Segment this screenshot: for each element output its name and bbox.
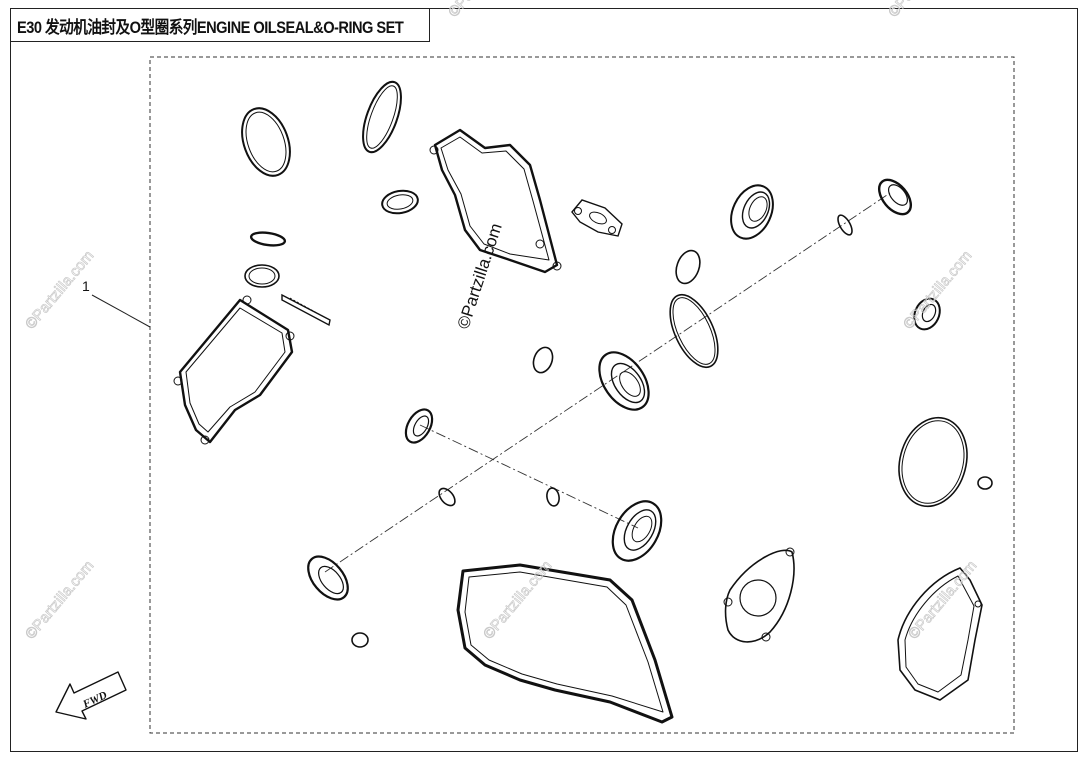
callout-1: 1: [82, 278, 90, 294]
o-ring: [532, 346, 554, 374]
watermark-top-center: ©Partzilla.com: [445, 0, 520, 21]
oil-seal: [307, 555, 349, 601]
oil-seal: [913, 297, 941, 331]
drawing-frame: [10, 8, 1078, 752]
valve-cover-gasket-left: [173, 295, 295, 445]
o-ring: [977, 476, 993, 490]
o-ring: [381, 189, 419, 215]
o-ring: [675, 249, 701, 285]
watermarks: ©Partzilla.com ©Partzilla.com ©Partzilla…: [22, 0, 981, 643]
watermark-bottom-center: ©Partzilla.com: [480, 557, 555, 642]
o-ring: [669, 293, 719, 369]
oil-seal: [730, 184, 774, 240]
o-ring: [546, 487, 560, 507]
oil-seal: [611, 500, 663, 562]
small-gasket: [571, 199, 623, 237]
o-ring: [362, 80, 402, 154]
o-ring: [241, 107, 291, 177]
oil-seal: [598, 351, 650, 411]
callout-leader: [91, 294, 151, 328]
axis-lines: [324, 192, 891, 573]
cover-gasket-bottom: [456, 563, 674, 724]
valve-cover-gasket-top: [429, 128, 562, 274]
watermark-top-right: ©Partzilla.com: [885, 0, 960, 21]
diagram-title: E30 发动机油封及O型圈系列ENGINE OILSEAL&O-RING SET: [17, 17, 404, 37]
watermark-center: ©Partzilla.com: [454, 221, 506, 331]
watermark-left-bottom: ©Partzilla.com: [22, 557, 97, 642]
kit-boundary: [149, 56, 1015, 734]
breather-strip: [281, 293, 331, 327]
pump-gasket: [723, 547, 795, 643]
o-ring: [244, 264, 280, 288]
oil-seals: [307, 178, 941, 601]
o-ring: [249, 231, 287, 247]
oil-seal: [404, 408, 434, 444]
case-gasket-right: [897, 567, 983, 701]
o-ring: [438, 487, 456, 507]
o-ring: [898, 416, 968, 508]
o-ring: [351, 632, 369, 648]
o-rings: [241, 80, 993, 648]
watermark-right-bottom: ©Partzilla.com: [905, 557, 980, 642]
title-box: E30 发动机油封及O型圈系列ENGINE OILSEAL&O-RING SET: [10, 8, 430, 42]
fwd-arrow: FWD: [55, 671, 127, 720]
o-ring: [837, 214, 853, 236]
oil-seal: [877, 178, 913, 216]
